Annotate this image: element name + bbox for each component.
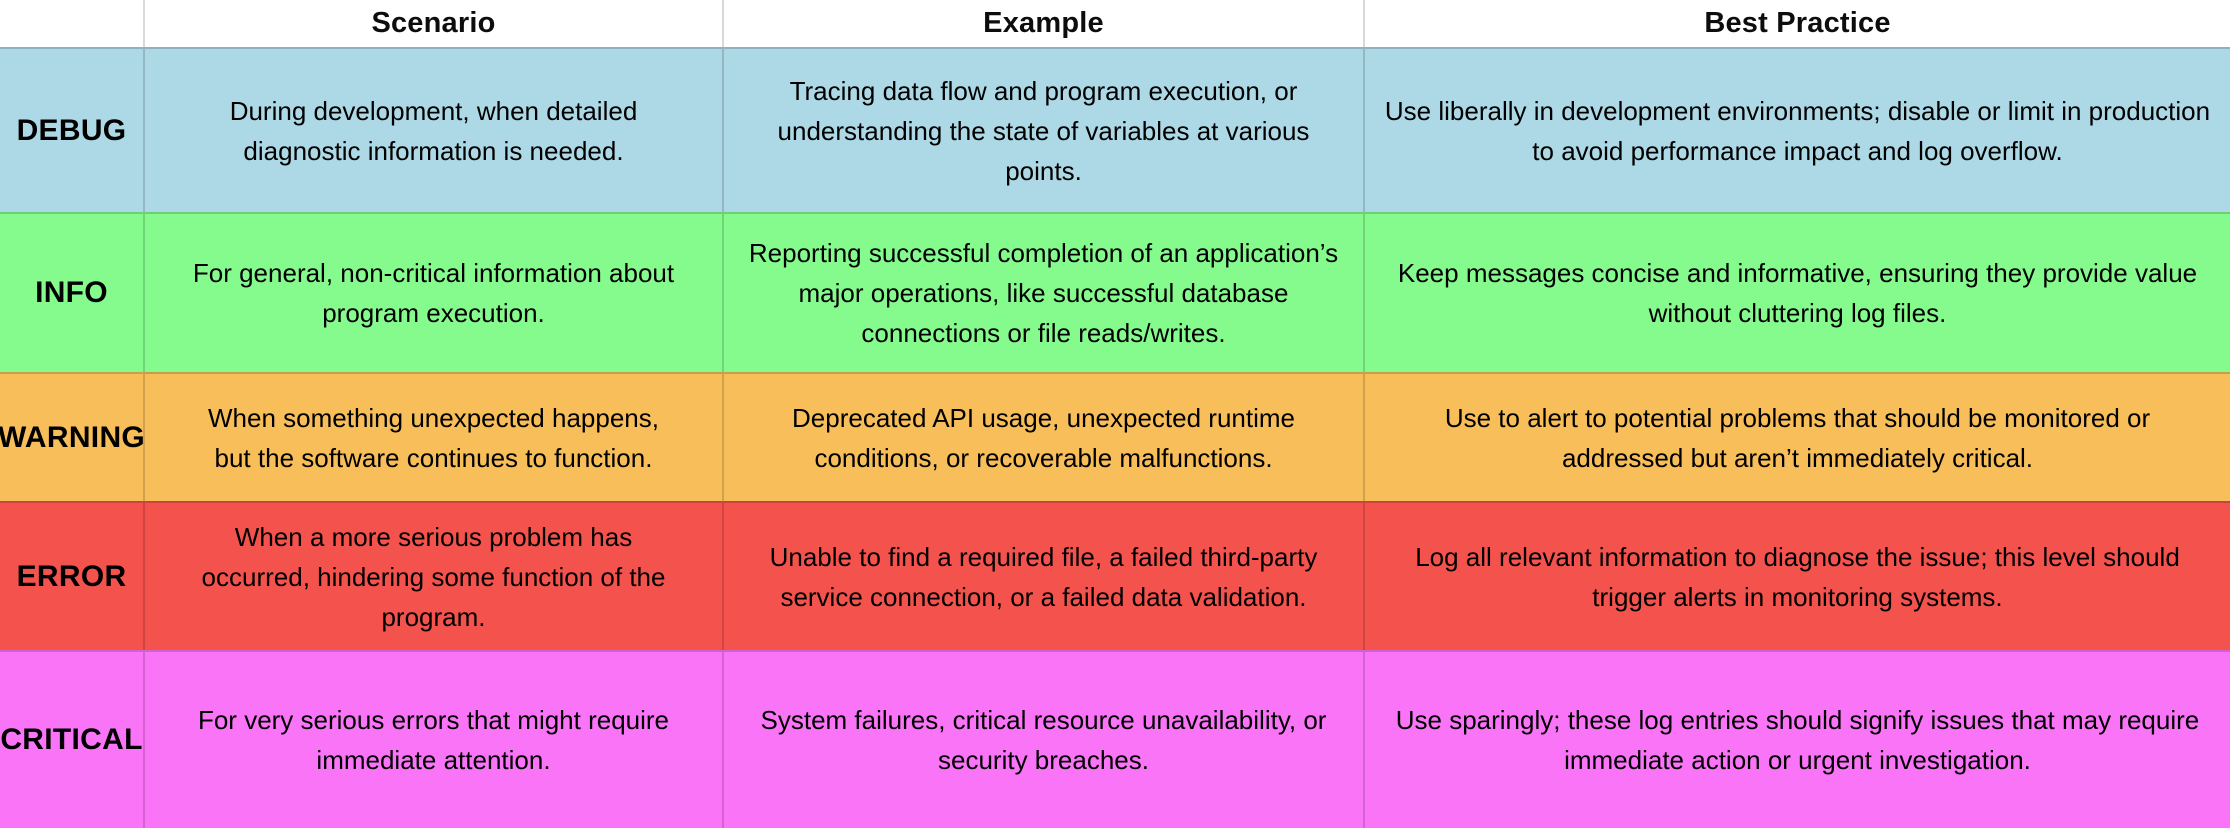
cell-warning-example: Deprecated API usage, unexpected runtime…	[722, 372, 1363, 501]
cell-warning-best-practice: Use to alert to potential problems that …	[1363, 372, 2230, 501]
cell-error-example: Unable to find a required file, a failed…	[722, 501, 1363, 650]
column-header-best-practice: Best Practice	[1363, 0, 2230, 47]
column-header-example: Example	[722, 0, 1363, 47]
cell-critical-example: System failures, critical resource unava…	[722, 650, 1363, 828]
cell-error-best-practice: Log all relevant information to diagnose…	[1363, 501, 2230, 650]
corner-header-cell	[0, 0, 143, 47]
cell-warning-scenario: When something unexpected happens, but t…	[143, 372, 722, 501]
cell-error-scenario: When a more serious problem has occurred…	[143, 501, 722, 650]
cell-info-best-practice: Keep messages concise and informative, e…	[1363, 212, 2230, 372]
cell-debug-best-practice: Use liberally in development environment…	[1363, 47, 2230, 212]
cell-info-example: Reporting successful completion of an ap…	[722, 212, 1363, 372]
row-label-debug: DEBUG	[0, 47, 143, 212]
cell-debug-example: Tracing data flow and program execution,…	[722, 47, 1363, 212]
cell-debug-scenario: During development, when detailed diagno…	[143, 47, 722, 212]
row-label-info: INFO	[0, 212, 143, 372]
cell-critical-best-practice: Use sparingly; these log entries should …	[1363, 650, 2230, 828]
column-header-scenario: Scenario	[143, 0, 722, 47]
cell-info-scenario: For general, non-critical information ab…	[143, 212, 722, 372]
row-label-critical: CRITICAL	[0, 650, 143, 828]
row-label-error: ERROR	[0, 501, 143, 650]
cell-critical-scenario: For very serious errors that might requi…	[143, 650, 722, 828]
row-label-warning: WARNING	[0, 372, 143, 501]
